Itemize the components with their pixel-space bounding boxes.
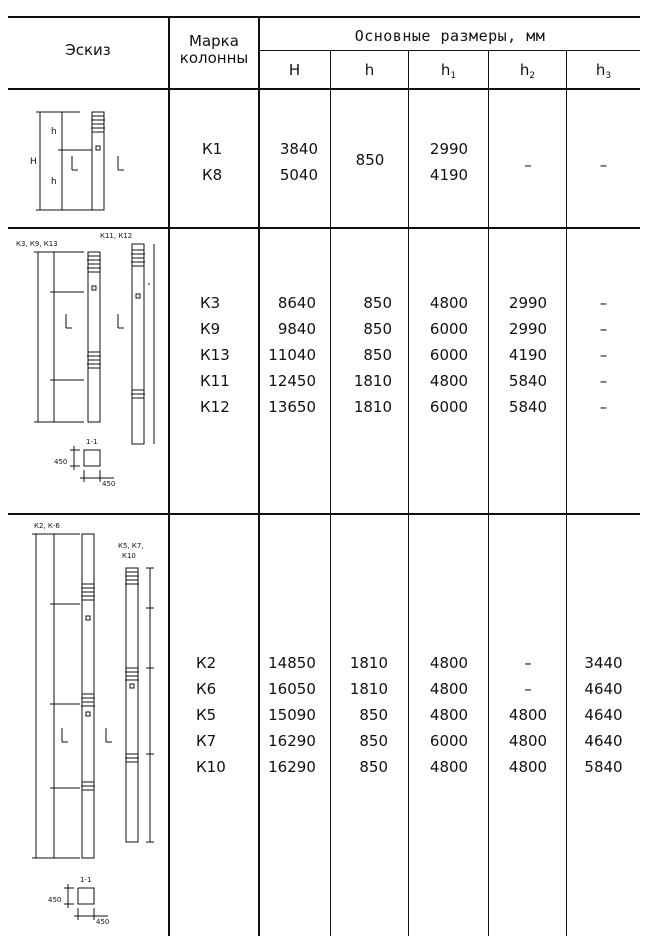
header-mark: Марка колонны: [170, 33, 258, 67]
header-main-dims: Основные размеры, мм: [354, 27, 546, 45]
sketch-column-k1-k8: H h h: [30, 111, 124, 211]
sketch3-label-k2: К2, К-6: [34, 522, 60, 530]
header-dim-h1-label: h: [440, 61, 451, 79]
g1-h3: –: [599, 156, 608, 174]
sketch1-h-label: h: [51, 127, 57, 137]
g1-h: 850: [355, 151, 385, 169]
g1-h1: 2990 4190: [429, 140, 469, 184]
header-dim-h3-label: h: [595, 61, 606, 79]
rule-v-h: [408, 50, 409, 936]
g3-h2: – – 4800 4800 4800: [508, 654, 548, 776]
g1-H: 3840 5040: [279, 140, 318, 184]
sketch2-label-450b: 450: [102, 480, 115, 488]
rule-v-H: [330, 50, 331, 936]
rule-v-h2: [566, 50, 567, 936]
header-dim-h3: h3: [567, 62, 640, 85]
header-dim-h-label: h: [364, 61, 375, 79]
sketch-columns-k2-k10: К2, К-6 К5, К7, К10 1-1 450 450: [32, 522, 154, 926]
header-dim-h: h: [331, 62, 408, 79]
header-dim-H: H: [259, 62, 330, 79]
header-dim-h2: h2: [489, 62, 566, 85]
rule-group2-bottom: [8, 513, 640, 515]
rule-v-mark: [258, 16, 260, 936]
rule-header-bottom: [8, 88, 640, 90]
rule-top: [8, 16, 640, 18]
header-dim-H-label: H: [288, 61, 301, 79]
sketch3-label-section: 1-1: [80, 876, 91, 884]
sketch1-H-label: H: [30, 157, 37, 167]
header-mark-line1: Марка: [189, 32, 239, 50]
g3-H: 14850 16050 15090 16290 16290: [268, 654, 316, 776]
rule-v-h1: [488, 50, 489, 936]
sketch2-label-k11: К11, К12: [100, 232, 132, 240]
header-dim-h2-label: h: [519, 61, 530, 79]
header-dim-h1-sub: 1: [450, 71, 457, 81]
sketch2-label-section: 1-1: [86, 438, 97, 446]
sketch3-label-k5: К5, К7,: [118, 542, 144, 550]
sketch1-h1-label: h: [51, 177, 57, 187]
header-sketch: Эскиз: [65, 41, 111, 59]
header-dim-h3-sub: 3: [605, 71, 612, 81]
sketch2-label-450a: 450: [54, 458, 67, 466]
rule-dims-header: [258, 50, 640, 51]
sketch3-label-k10: К10: [122, 552, 136, 560]
header-mark-line2: колонны: [179, 49, 249, 67]
header-dim-h2-sub: 2: [529, 71, 536, 81]
g2-h2: 2990 2990 4190 5840 5840: [508, 294, 548, 416]
sketch2-label-k3: К3, К9, К13: [16, 240, 58, 248]
g2-h: 850 850 850 1810 1810: [353, 294, 392, 416]
sketch-columns-k3-k13: К3, К9, К13 К11, К12 1-1 450 450: [16, 232, 155, 488]
g3-marks: К2 К6 К5 К7 К10: [196, 654, 226, 776]
sketch3-label-450a: 450: [48, 896, 61, 904]
g3-h1: 4800 4800 4800 6000 4800: [429, 654, 469, 776]
rule-v-sketch: [168, 16, 170, 936]
g3-h: 1810 1810 850 850 850: [349, 654, 388, 776]
g2-marks: К3 К9 К13 К11 К12: [200, 294, 230, 416]
g2-H: 8640 9840 11040 12450 13650: [268, 294, 316, 416]
g1-h2: –: [524, 156, 532, 174]
header-dim-h1: h1: [409, 62, 488, 85]
sketch3-label-450b: 450: [96, 918, 109, 926]
g2-h1: 4800 6000 6000 4800 6000: [429, 294, 469, 416]
g2-h3: – – – – –: [599, 294, 608, 416]
g1-marks: К1 К8: [202, 140, 223, 184]
g3-h3: 3440 4640 4640 4640 5840: [584, 654, 623, 776]
rule-group1-bottom: [8, 227, 640, 229]
